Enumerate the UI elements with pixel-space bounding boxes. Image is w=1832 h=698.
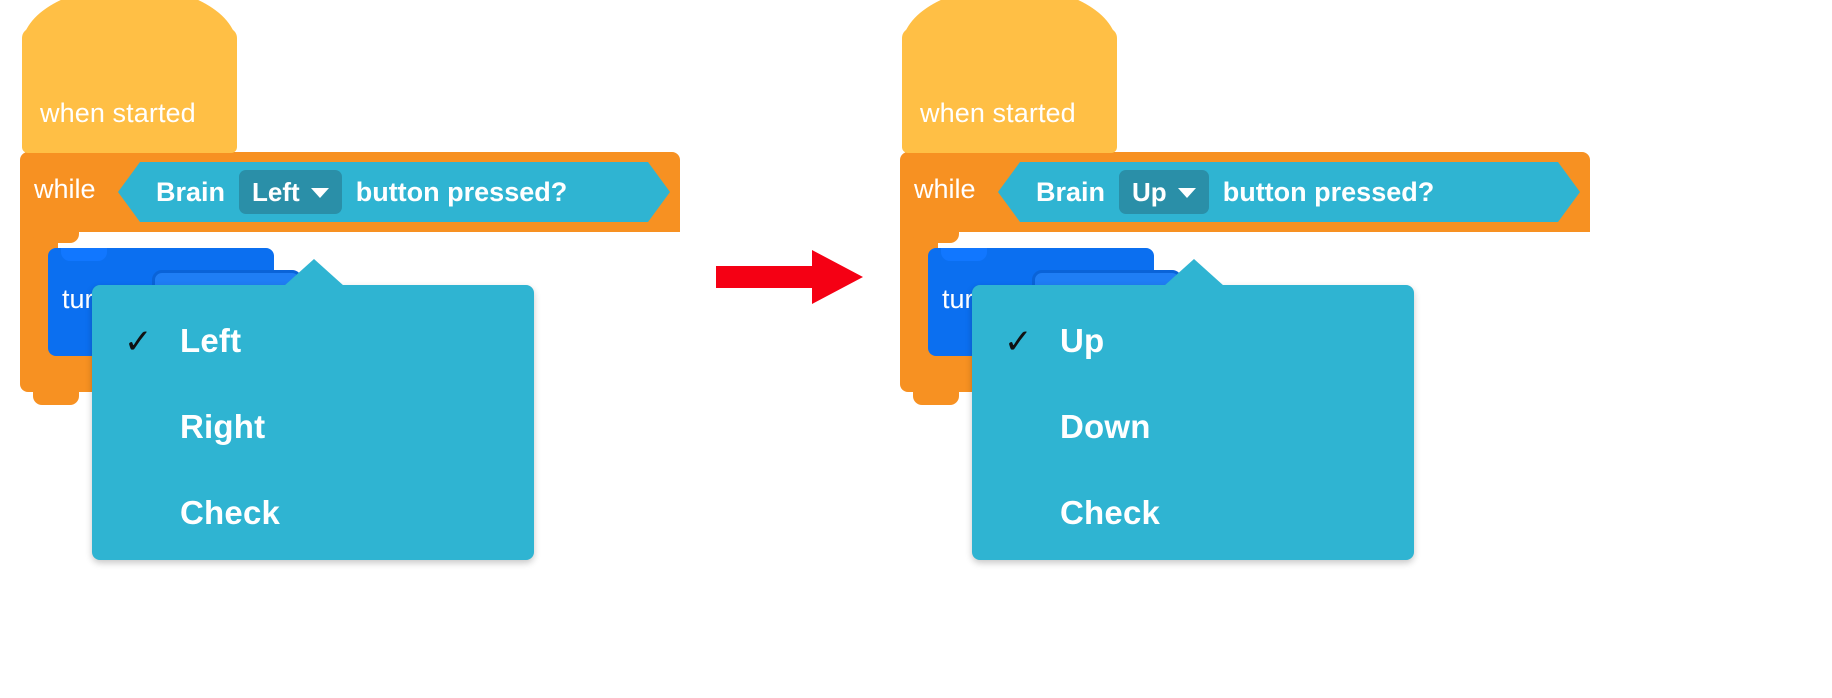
condition-suffix-label: button pressed? bbox=[355, 176, 568, 207]
menu-item-label: Check bbox=[180, 494, 281, 532]
button-dropdown-menu[interactable]: ✓ Up Down Check bbox=[972, 259, 1414, 560]
menu-item-2[interactable]: Check bbox=[972, 471, 1414, 557]
menu-item-label: Check bbox=[1060, 494, 1161, 532]
hat-block-dome bbox=[22, 0, 237, 56]
chevron-down-icon bbox=[311, 188, 329, 198]
while-keyword-label: while bbox=[914, 174, 976, 204]
menu-item-label: Right bbox=[180, 408, 266, 446]
condition-suffix-label: button pressed? bbox=[1222, 176, 1435, 207]
right-arrow-icon bbox=[716, 248, 864, 311]
condition-prefix-label: Brain bbox=[1036, 176, 1106, 207]
motion-block-notch bbox=[941, 248, 987, 261]
while-block-bottom-notch bbox=[33, 392, 79, 405]
menu-item-2[interactable]: Check bbox=[92, 471, 534, 557]
brain-button-pressed-condition[interactable]: Brain Up button pressed? bbox=[998, 162, 1580, 222]
motion-block-notch bbox=[61, 248, 107, 261]
menu-item-1[interactable]: Right bbox=[92, 385, 534, 471]
condition-prefix-label: Brain bbox=[156, 176, 226, 207]
dropdown-pointer bbox=[284, 259, 344, 286]
when-started-hat-block[interactable]: when started bbox=[22, 0, 237, 153]
menu-item-label: Left bbox=[180, 322, 242, 360]
button-dropdown-field[interactable]: Left bbox=[239, 170, 342, 214]
while-block-inner-notch bbox=[913, 230, 959, 243]
button-dropdown-value: Up bbox=[1132, 176, 1167, 207]
block-stack-after: while Brain Up button pressed? when star… bbox=[880, 0, 1640, 698]
block-stack-before: while Brain Left button pressed? when st… bbox=[0, 0, 760, 698]
while-block-inner-notch bbox=[33, 230, 79, 243]
menu-item-0[interactable]: ✓ Left bbox=[92, 299, 534, 385]
checkmark-icon: ✓ bbox=[1004, 322, 1033, 362]
while-block-bottom-notch bbox=[913, 392, 959, 405]
checkmark-icon: ✓ bbox=[124, 322, 153, 362]
when-started-label: when started bbox=[40, 98, 196, 128]
when-started-hat-block[interactable]: when started bbox=[902, 0, 1117, 153]
button-dropdown-value: Left bbox=[252, 176, 300, 207]
while-keyword-label: while bbox=[34, 174, 96, 204]
button-dropdown-menu[interactable]: ✓ Left Right Check bbox=[92, 259, 534, 560]
button-dropdown-field[interactable]: Up bbox=[1119, 170, 1209, 214]
hat-block-dome bbox=[902, 0, 1117, 56]
chevron-down-icon bbox=[1178, 188, 1196, 198]
menu-item-1[interactable]: Down bbox=[972, 385, 1414, 471]
menu-item-label: Up bbox=[1060, 322, 1105, 360]
when-started-label: when started bbox=[920, 98, 1076, 128]
dropdown-pointer bbox=[1164, 259, 1224, 286]
brain-button-pressed-condition[interactable]: Brain Left button pressed? bbox=[118, 162, 670, 222]
menu-item-label: Down bbox=[1060, 408, 1151, 446]
menu-item-0[interactable]: ✓ Up bbox=[972, 299, 1414, 385]
